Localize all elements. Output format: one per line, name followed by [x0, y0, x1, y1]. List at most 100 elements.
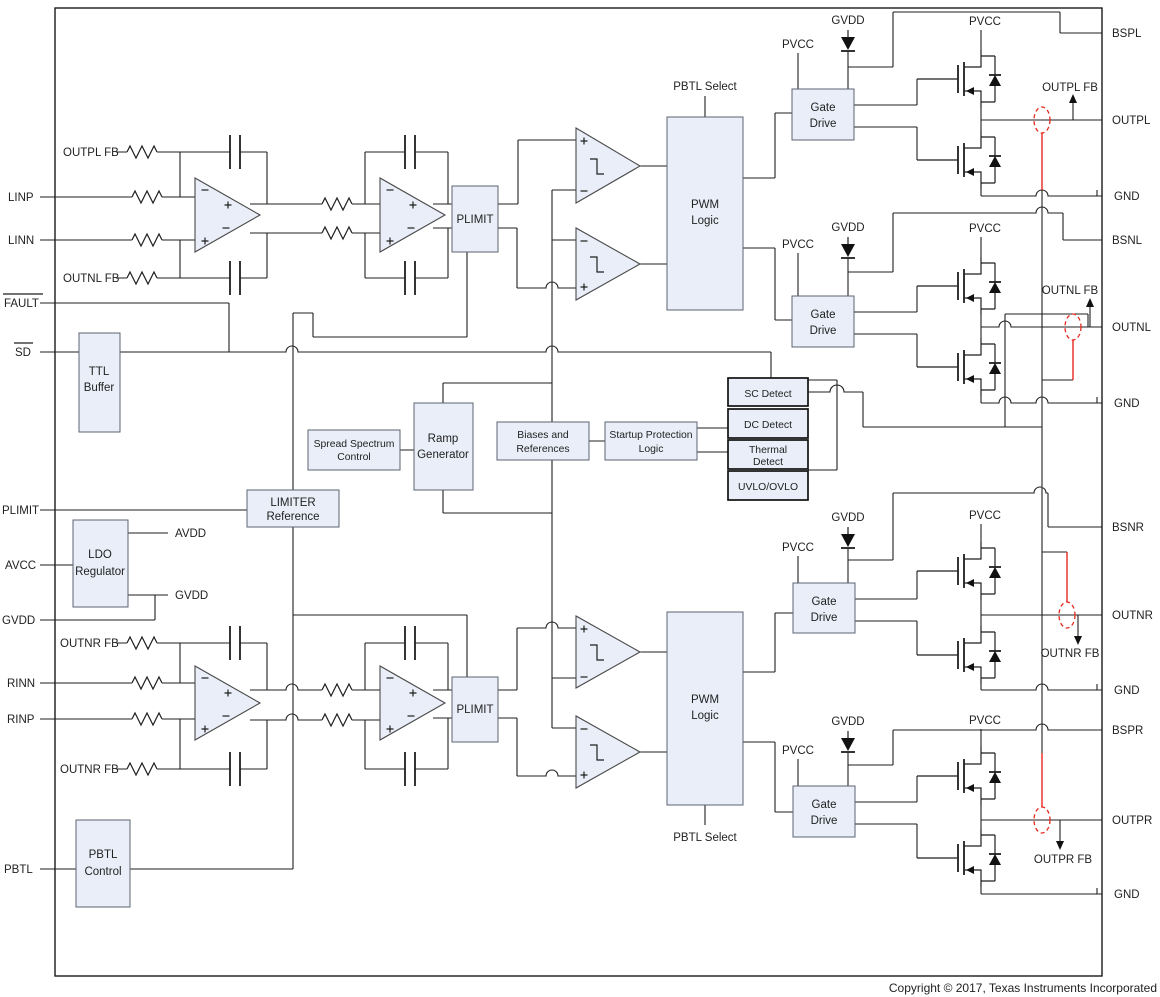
gate-drive-label: Gate: [812, 596, 837, 608]
label-pvcc: PVCC: [969, 16, 1001, 28]
resistor-icon: [321, 683, 353, 697]
ramp-label: Generator: [417, 449, 469, 461]
pbtl-control-label: PBTL: [89, 849, 118, 861]
block-plimit-left: [451, 185, 499, 253]
label-outpr-fb-right: OUTPR FB: [1034, 854, 1092, 866]
biases-label: References: [516, 444, 569, 455]
pin-sd: SD: [15, 347, 31, 359]
label-gvdd: GVDD: [831, 512, 864, 524]
pin-rinn: RINN: [7, 678, 35, 690]
label-pvcc: PVCC: [969, 510, 1001, 522]
opamp-left-input: [194, 177, 262, 253]
startup-label: Logic: [639, 444, 664, 455]
capacitor-icon: [404, 260, 416, 296]
pin-bsnr: BSNR: [1112, 522, 1144, 534]
label-outpl-fb: OUTPL FB: [63, 147, 119, 159]
ttl-buffer-label: Buffer: [84, 382, 115, 394]
thermal-detect-label: Detect: [753, 457, 783, 468]
pin-outpl: OUTPL: [1112, 115, 1151, 127]
block-gate-drive-outnr: [792, 582, 856, 634]
label-pvcc: PVCC: [969, 715, 1001, 727]
sense-loop-outnl-icon: [1064, 313, 1082, 341]
resistor-icon: [131, 712, 163, 726]
gvdd-diode-icon: [840, 730, 856, 753]
pin-outpr: OUTPR: [1112, 815, 1152, 827]
label-avdd: AVDD: [175, 528, 206, 540]
copyright-text: Copyright © 2017, Texas Instruments Inco…: [889, 981, 1157, 995]
pin-bspl: BSPL: [1112, 28, 1142, 40]
block-dc-detect: [727, 408, 809, 439]
ramp-label: Ramp: [428, 433, 459, 445]
label-pbtl-select-top: PBTL Select: [673, 81, 737, 93]
dc-detect-label: DC Detect: [744, 420, 792, 431]
pin-gnd: GND: [1114, 398, 1140, 410]
block-gate-drive-outnl: [791, 295, 855, 348]
pin-linn: LINN: [8, 235, 34, 247]
wires-left-channels: [40, 151, 772, 870]
outnl-fb-arrow-icon: [1086, 298, 1094, 307]
resistor-icon: [131, 676, 163, 690]
mosfet-high-outpl-icon: [916, 49, 1002, 109]
block-gate-drive-outpr: [792, 785, 856, 838]
gate-drive-label: Drive: [811, 612, 838, 624]
pwm-logic-label: Logic: [691, 215, 719, 227]
gvdd-diode-icon: [840, 526, 856, 549]
ttl-buffer-label: TTL: [89, 366, 110, 378]
chip-outline: [54, 7, 1103, 977]
gate-drive-label: Gate: [811, 102, 836, 114]
resistor-icon: [126, 636, 158, 650]
block-thermal-detect: [727, 439, 809, 470]
pin-gnd: GND: [1114, 191, 1140, 203]
plimit-label: PLIMIT: [456, 214, 493, 226]
comparator-left-low: [575, 227, 642, 301]
resistor-icon: [126, 762, 158, 776]
label-gvdd: GVDD: [831, 15, 864, 27]
outpl-fb-arrow-icon: [1069, 94, 1077, 103]
label-outpl-fb-right: OUTPL FB: [1042, 82, 1098, 94]
block-pbtl-control: [75, 819, 131, 908]
block-sc-detect: [727, 377, 809, 407]
capacitor-icon: [404, 134, 416, 170]
label-outnr-fb: OUTNR FB: [60, 638, 119, 650]
block-pwm-logic-left: [666, 116, 744, 311]
comparator-left-high: [575, 127, 642, 204]
outpr-fb-arrow-icon: [1056, 841, 1064, 850]
thermal-detect-label: Thermal: [749, 445, 787, 456]
gvdd-diode-icon: [840, 29, 856, 52]
block-ldo-regulator: [72, 519, 129, 608]
block-limiter-reference: [246, 489, 340, 528]
block-startup-protection: [604, 421, 698, 461]
resistor-icon: [321, 197, 353, 211]
pin-rinp: RINP: [7, 714, 35, 726]
label-outnl-fb-right: OUTNL FB: [1042, 285, 1099, 297]
opamp-right-second: [379, 665, 447, 741]
label-pvcc: PVCC: [782, 542, 814, 554]
mosfet-high-outnr-icon: [916, 541, 1002, 601]
pin-gnd: GND: [1114, 685, 1140, 697]
capacitor-icon: [229, 625, 241, 661]
resistor-icon: [126, 145, 158, 159]
sense-loop-outnr-icon: [1058, 601, 1076, 629]
spread-spectrum-label: Spread Spectrum: [314, 439, 395, 450]
label-outnr-fb-right: OUTNR FB: [1041, 648, 1100, 660]
pbtl-control-label: Control: [84, 866, 121, 878]
capacitor-icon: [229, 134, 241, 170]
pin-pbtl: PBTL: [4, 864, 33, 876]
comparator-right-high: [575, 615, 642, 689]
resistor-icon: [321, 226, 353, 240]
resistor-icon: [131, 190, 163, 204]
pwm-logic-label: PWM: [691, 694, 719, 706]
pin-outnr: OUTNR: [1112, 610, 1153, 622]
label-pvcc: PVCC: [969, 223, 1001, 235]
pin-bsnl: BSNL: [1112, 235, 1143, 247]
gvdd-diode-icon: [840, 236, 856, 259]
wires-output-stages: [797, 11, 1102, 895]
label-pvcc: PVCC: [782, 39, 814, 51]
mosfet-low-outpr-icon: [916, 828, 1002, 888]
pin-gvdd: GVDD: [2, 615, 35, 627]
gate-drive-label: Gate: [812, 799, 837, 811]
pin-avcc: AVCC: [5, 560, 36, 572]
biases-label: Biases and: [517, 430, 569, 441]
wires-center-logic: [400, 96, 1042, 825]
